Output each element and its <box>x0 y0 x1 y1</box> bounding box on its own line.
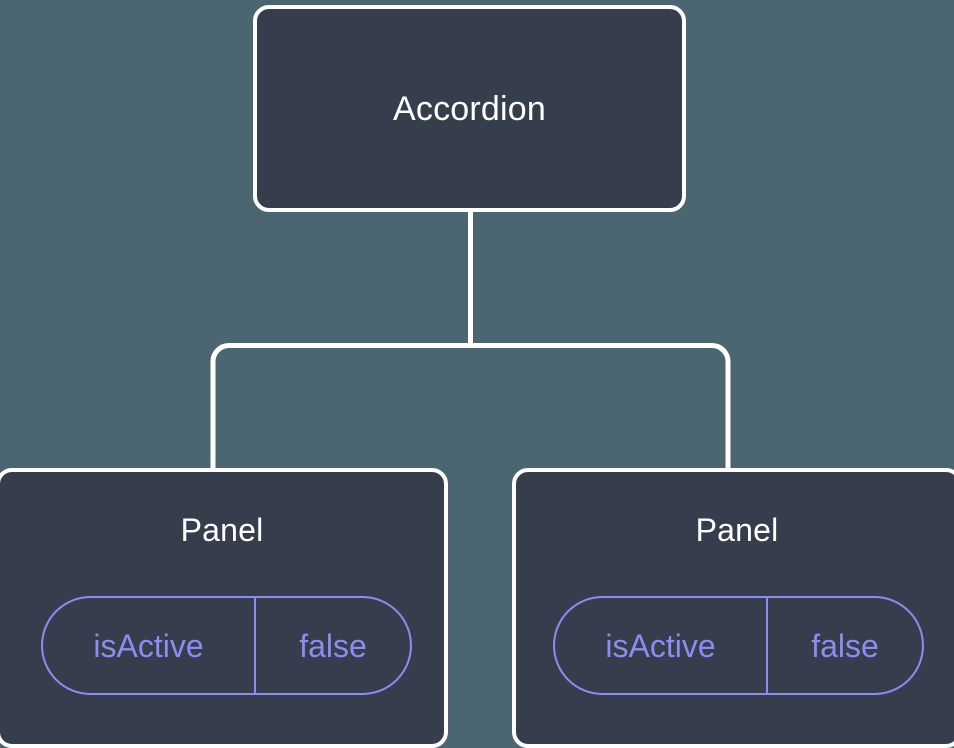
node-panel-left[interactable]: Panel isActive false <box>0 468 448 748</box>
node-panel-right[interactable]: Panel isActive false <box>512 468 954 748</box>
prop-value-left: false <box>299 627 367 664</box>
connector-branch-right <box>470 343 731 470</box>
node-panel-left-label: Panel <box>180 512 264 548</box>
prop-value-right: false <box>811 627 879 664</box>
connector-branch-left <box>210 343 471 470</box>
prop-badge-isactive-left[interactable]: isActive false <box>41 596 412 695</box>
prop-badge-isactive-right[interactable]: isActive false <box>553 596 924 695</box>
node-accordion-label: Accordion <box>393 89 546 128</box>
node-panel-right-label: Panel <box>695 512 779 548</box>
prop-key-right: isActive <box>555 598 768 693</box>
node-accordion[interactable]: Accordion <box>253 5 686 212</box>
prop-key-left: isActive <box>43 598 256 693</box>
